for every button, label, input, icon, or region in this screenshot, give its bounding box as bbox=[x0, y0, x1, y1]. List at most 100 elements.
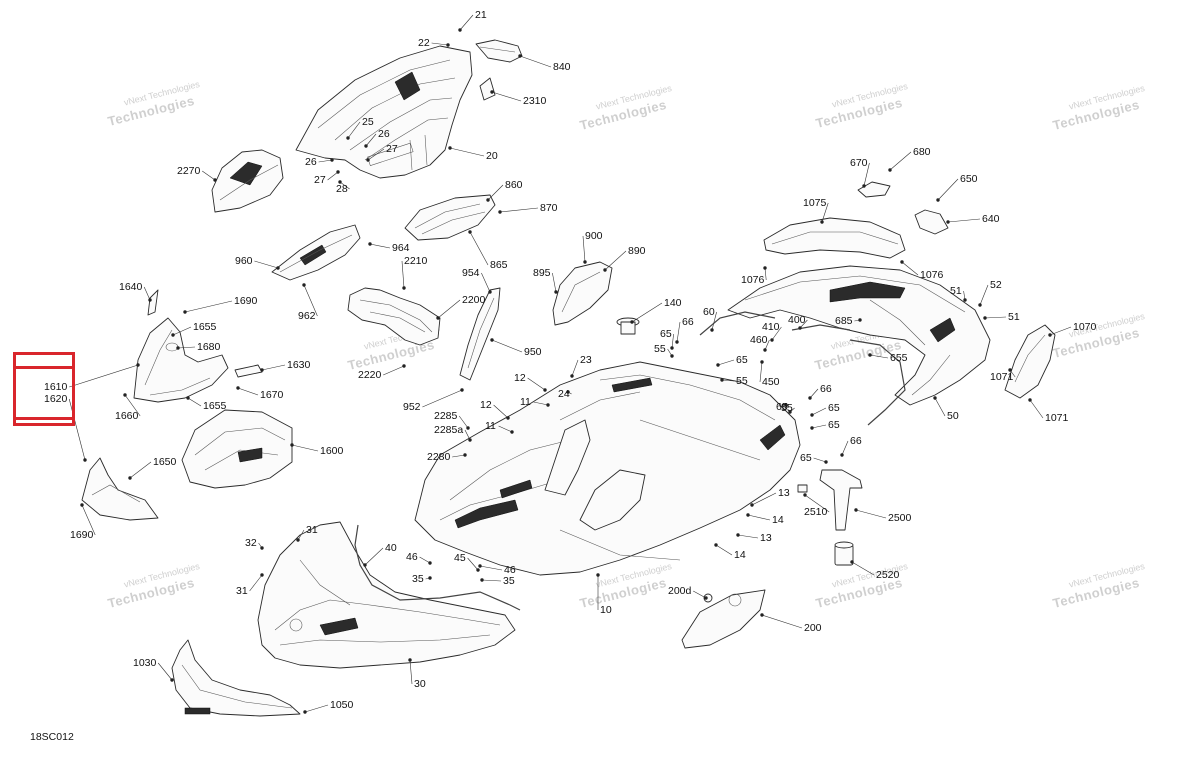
callout-c2285[interactable]: 2285 bbox=[434, 410, 458, 422]
callout-c655[interactable]: 655 bbox=[890, 352, 908, 364]
callout-c2200[interactable]: 2200 bbox=[462, 294, 486, 306]
callout-c962[interactable]: 962 bbox=[298, 310, 316, 322]
callout-c26b[interactable]: 26 bbox=[378, 128, 390, 140]
callout-c1630[interactable]: 1630 bbox=[287, 359, 311, 371]
callout-c2210[interactable]: 2210 bbox=[404, 255, 428, 267]
callout-c1610[interactable]: 1610 bbox=[44, 381, 68, 393]
callout-c1650[interactable]: 1650 bbox=[153, 456, 177, 468]
callout-c410[interactable]: 410 bbox=[762, 321, 780, 333]
part-860-panel[interactable] bbox=[404, 194, 496, 241]
callout-c685[interactable]: 685 bbox=[835, 315, 853, 327]
callout-c66c[interactable]: 66 bbox=[850, 435, 862, 447]
callout-c870[interactable]: 870 bbox=[540, 202, 558, 214]
callout-c1076a[interactable]: 1076 bbox=[741, 274, 765, 286]
part-640-clip[interactable] bbox=[914, 209, 949, 235]
callout-c46b[interactable]: 46 bbox=[504, 564, 516, 576]
callout-c2280[interactable]: 2280 bbox=[427, 451, 451, 463]
callout-c12b[interactable]: 12 bbox=[480, 399, 492, 411]
callout-c30[interactable]: 30 bbox=[414, 678, 426, 690]
callout-c23[interactable]: 23 bbox=[580, 354, 592, 366]
callout-c21[interactable]: 21 bbox=[475, 9, 487, 21]
callout-c46a[interactable]: 46 bbox=[406, 551, 418, 563]
callout-c960[interactable]: 960 bbox=[235, 255, 253, 267]
callout-c55b[interactable]: 55 bbox=[736, 375, 748, 387]
callout-c13b[interactable]: 13 bbox=[760, 532, 772, 544]
callout-c40[interactable]: 40 bbox=[385, 542, 397, 554]
callout-c51a[interactable]: 51 bbox=[950, 285, 962, 297]
callout-c31b[interactable]: 31 bbox=[236, 585, 248, 597]
part-840-cap[interactable] bbox=[475, 39, 523, 63]
callout-c65e[interactable]: 65 bbox=[828, 419, 840, 431]
callout-c14b[interactable]: 14 bbox=[734, 549, 746, 561]
callout-c31a[interactable]: 31 bbox=[306, 524, 318, 536]
callout-c1620[interactable]: 1620 bbox=[44, 393, 68, 405]
callout-c860[interactable]: 860 bbox=[505, 179, 523, 191]
callout-c27a[interactable]: 27 bbox=[314, 174, 326, 186]
part-2270-side-panel[interactable] bbox=[211, 149, 284, 213]
callout-c35a[interactable]: 35 bbox=[412, 573, 424, 585]
part-60-cable[interactable] bbox=[699, 311, 776, 336]
callout-c35b[interactable]: 35 bbox=[503, 575, 515, 587]
callout-c50[interactable]: 50 bbox=[947, 410, 959, 422]
callout-c1690b[interactable]: 1690 bbox=[70, 529, 94, 541]
callout-c140[interactable]: 140 bbox=[664, 297, 682, 309]
callout-c55a[interactable]: 55 bbox=[654, 343, 666, 355]
callout-c1655a[interactable]: 1655 bbox=[193, 321, 217, 333]
callout-c1690a[interactable]: 1690 bbox=[234, 295, 258, 307]
part-1630-strip[interactable] bbox=[234, 364, 263, 378]
callout-c954[interactable]: 954 bbox=[462, 267, 480, 279]
callout-c2220[interactable]: 2220 bbox=[358, 369, 382, 381]
callout-c1076b[interactable]: 1076 bbox=[920, 269, 944, 281]
part-50-rear-body[interactable] bbox=[727, 265, 991, 406]
part-1650-lower-trim[interactable] bbox=[81, 457, 159, 521]
part-1075-rear-bumper[interactable] bbox=[763, 217, 906, 259]
callout-c11b[interactable]: 11 bbox=[485, 420, 496, 432]
callout-c680[interactable]: 680 bbox=[913, 146, 931, 158]
callout-c26a[interactable]: 26 bbox=[305, 156, 317, 168]
part-2500-support[interactable] bbox=[819, 469, 863, 531]
part-10-main-hull[interactable] bbox=[414, 361, 801, 576]
callout-c52[interactable]: 52 bbox=[990, 279, 1002, 291]
callout-c950[interactable]: 950 bbox=[524, 346, 542, 358]
callout-c2510[interactable]: 2510 bbox=[804, 506, 828, 518]
part-140-cap[interactable] bbox=[616, 317, 640, 335]
callout-c890[interactable]: 890 bbox=[628, 245, 646, 257]
callout-c1660[interactable]: 1660 bbox=[115, 410, 139, 422]
callout-c12a[interactable]: 12 bbox=[514, 372, 526, 384]
part-670-clip[interactable] bbox=[857, 181, 891, 198]
callout-c400[interactable]: 400 bbox=[788, 314, 806, 326]
callout-c2500[interactable]: 2500 bbox=[888, 512, 912, 524]
callout-c1680[interactable]: 1680 bbox=[197, 341, 221, 353]
callout-c900[interactable]: 900 bbox=[585, 230, 603, 242]
callout-c895[interactable]: 895 bbox=[533, 267, 551, 279]
callout-c964[interactable]: 964 bbox=[392, 242, 410, 254]
callout-c1071b[interactable]: 1071 bbox=[1045, 412, 1069, 424]
callout-c24[interactable]: 24 bbox=[558, 388, 570, 400]
callout-c460[interactable]: 460 bbox=[750, 334, 768, 346]
part-1600-inner-panel[interactable] bbox=[181, 409, 293, 489]
callout-c1070[interactable]: 1070 bbox=[1073, 321, 1097, 333]
callout-c952[interactable]: 952 bbox=[403, 401, 421, 413]
callout-c51b[interactable]: 51 bbox=[1008, 311, 1020, 323]
part-2520-bumper[interactable] bbox=[834, 541, 854, 566]
part-200-panel[interactable] bbox=[681, 589, 766, 649]
part-2310-clip[interactable] bbox=[479, 77, 496, 101]
callout-c2285a[interactable]: 2285a bbox=[434, 424, 463, 436]
callout-c20[interactable]: 20 bbox=[486, 150, 498, 162]
callout-c2520[interactable]: 2520 bbox=[876, 569, 900, 581]
part-1610-nose-panel[interactable] bbox=[133, 317, 229, 403]
callout-c1030[interactable]: 1030 bbox=[133, 657, 157, 669]
callout-c11a[interactable]: 11 bbox=[520, 396, 531, 408]
callout-c1075[interactable]: 1075 bbox=[803, 197, 827, 209]
callout-c450[interactable]: 450 bbox=[762, 376, 780, 388]
callout-c13a[interactable]: 13 bbox=[778, 487, 790, 499]
callout-c14a[interactable]: 14 bbox=[772, 514, 784, 526]
part-950-long-trim[interactable] bbox=[459, 287, 501, 381]
callout-c27b[interactable]: 27 bbox=[386, 143, 398, 155]
part-960-side-trim[interactable] bbox=[271, 224, 361, 281]
callout-c1600[interactable]: 1600 bbox=[320, 445, 344, 457]
callout-c1655b[interactable]: 1655 bbox=[203, 400, 227, 412]
callout-c865[interactable]: 865 bbox=[490, 259, 508, 271]
callout-c65f[interactable]: 65 bbox=[800, 452, 812, 464]
callout-c65b[interactable]: 65 bbox=[736, 354, 748, 366]
